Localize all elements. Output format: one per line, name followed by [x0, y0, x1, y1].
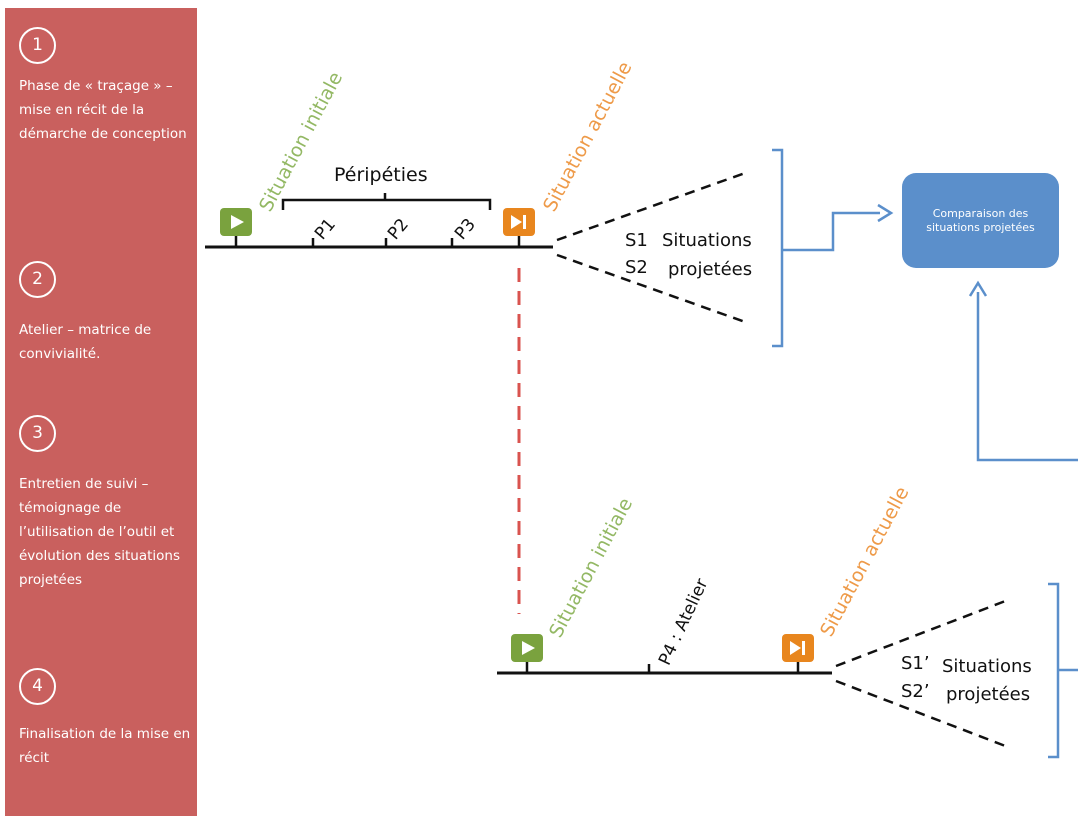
play-icon — [511, 634, 543, 662]
skip-end-icon — [782, 634, 814, 662]
s1-prime-label: S1’ — [901, 653, 930, 674]
s2-prime-label: S2’ — [901, 681, 930, 702]
projected-situations-label-1: Situations — [662, 230, 752, 251]
projected-situations-2-label-1: Situations — [942, 656, 1032, 677]
fan-2-upper — [835, 598, 1009, 668]
projected-situations-2-label-2: projetées — [946, 684, 1031, 705]
fan-2-lower — [835, 679, 1009, 749]
return-arrow — [976, 292, 1078, 462]
comparison-box: Comparaison des situations projetées — [902, 173, 1059, 268]
comparison-box-text: Comparaison des situations projetées — [926, 206, 1035, 234]
play-icon — [220, 208, 252, 236]
s1-label: S1 — [625, 230, 648, 251]
s2-label: S2 — [625, 257, 648, 278]
step-1-text: Phase de « traçage » – mise en récit de … — [19, 78, 187, 142]
arrow-head-right — [877, 203, 894, 223]
step-2-text: Atelier – matrice de convivialité. — [19, 322, 152, 362]
bracket-1 — [772, 148, 784, 348]
step-4-text: Finalisation de la mise en récit — [19, 726, 191, 766]
step-4-number: 4 — [19, 668, 56, 705]
step-2-number: 2 — [19, 261, 56, 298]
projected-situations-label-2: projetées — [668, 259, 753, 280]
step-1-number: 1 — [19, 27, 56, 64]
skip-end-icon — [503, 208, 535, 236]
steps-sidebar: 1 Phase de « traçage » – mise en récit d… — [5, 8, 197, 816]
arrow-head-up — [968, 280, 988, 297]
bracket-2 — [1048, 582, 1078, 759]
peripeties-label: Péripéties — [334, 164, 428, 186]
step-3-text: Entretien de suivi – témoignage de l’uti… — [19, 476, 181, 588]
peripeties-brace — [281, 193, 492, 210]
step-3-number: 3 — [19, 415, 56, 452]
arrow-to-comparison — [782, 211, 880, 252]
